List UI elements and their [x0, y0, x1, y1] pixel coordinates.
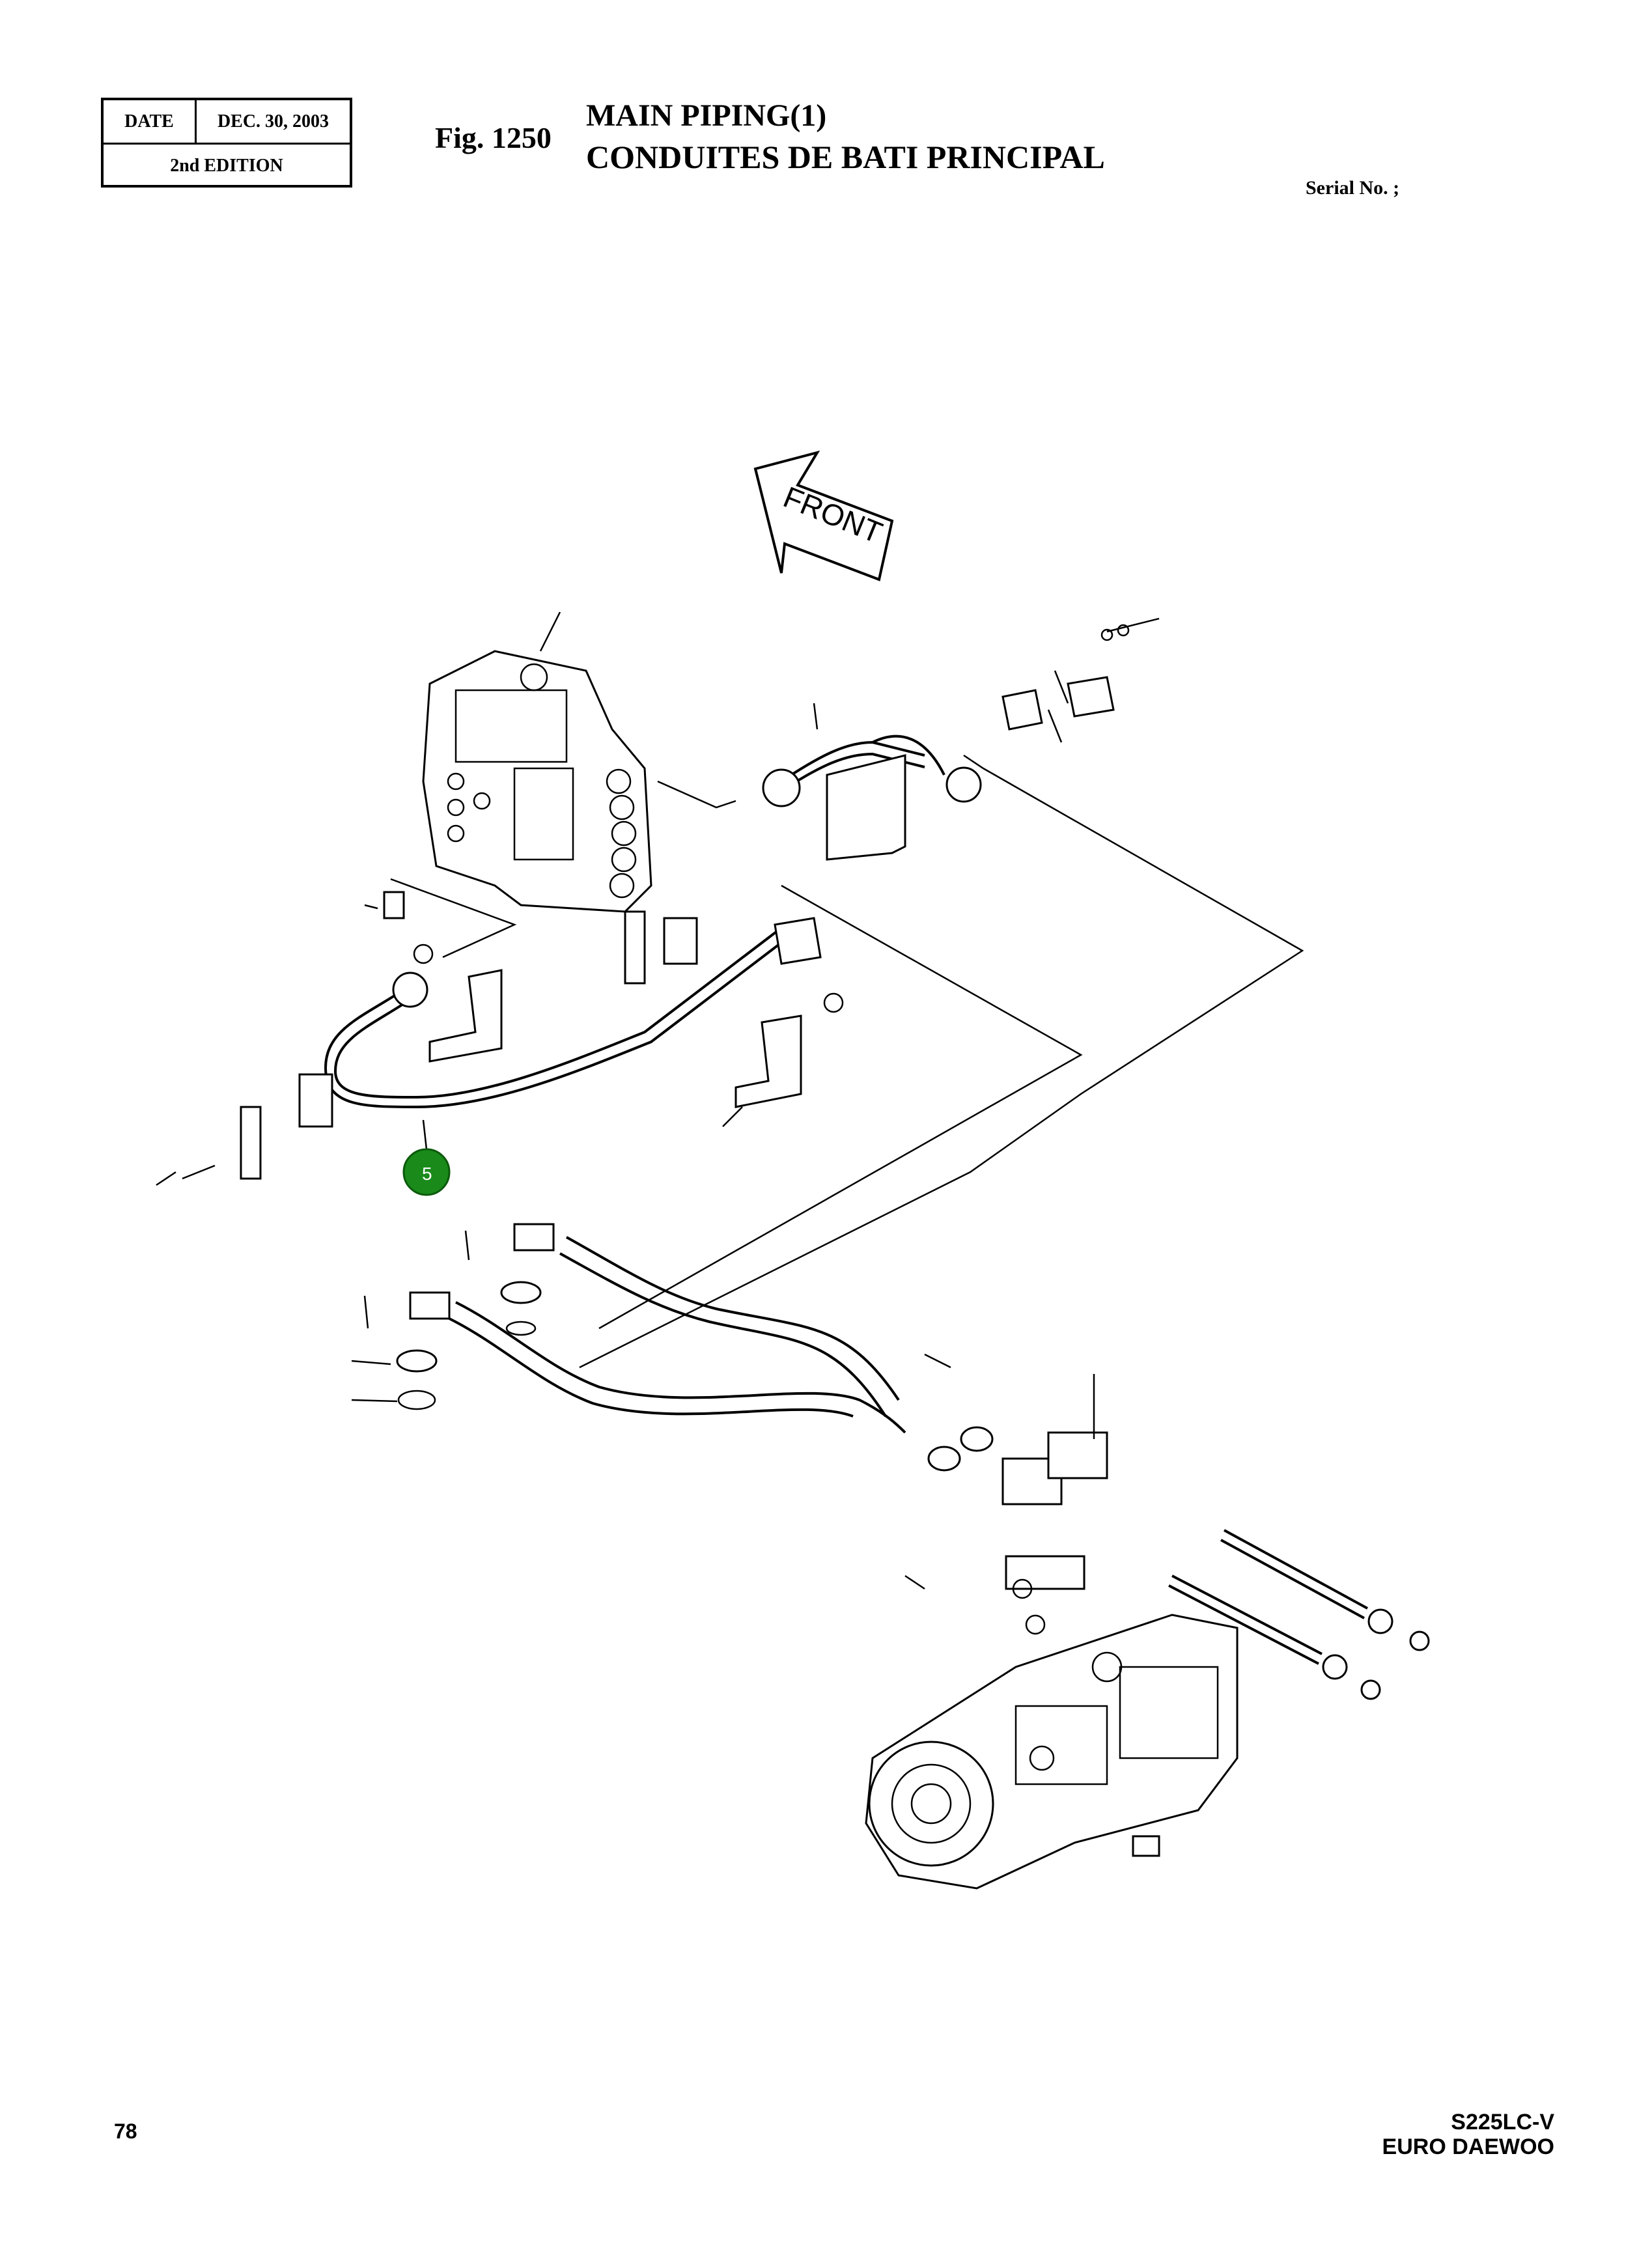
brand-name: EURO DAEWOO — [1382, 2134, 1554, 2159]
title-english: MAIN PIPING(1) — [586, 98, 827, 133]
callout-number: 5 — [422, 1164, 432, 1184]
figure-number: Fig. 1250 — [435, 121, 552, 154]
date-label: DATE — [104, 100, 197, 143]
callout-circle — [402, 1148, 451, 1196]
front-arrow-icon: FRONT — [753, 450, 894, 581]
pump-fittings — [904, 1353, 1430, 1700]
date-value: DEC. 30, 2003 — [217, 111, 329, 132]
upper-pipe-assembly — [762, 617, 1160, 861]
front-arrow-label: FRONT — [779, 480, 887, 550]
callout-5[interactable]: 5 — [402, 1148, 451, 1196]
control-valve — [422, 611, 652, 913]
leader-lines — [364, 754, 1304, 1369]
model-block: S225LC-V EURO DAEWOO — [1382, 2110, 1554, 2159]
main-pipe-assembly — [156, 891, 844, 1186]
date-edition-box: DATE DEC. 30, 2003 2nd EDITION — [101, 98, 352, 188]
edition-label: 2nd EDITION — [170, 155, 283, 176]
main-pump — [865, 1614, 1239, 1890]
page-number: 78 — [114, 2120, 137, 2143]
model-name: S225LC-V — [1451, 2110, 1554, 2134]
title-french: CONDUITES DE BATI PRINCIPAL — [586, 139, 1105, 175]
serial-number-label: Serial No. ; — [1306, 177, 1400, 199]
lower-hose-assembly — [351, 1223, 906, 1434]
